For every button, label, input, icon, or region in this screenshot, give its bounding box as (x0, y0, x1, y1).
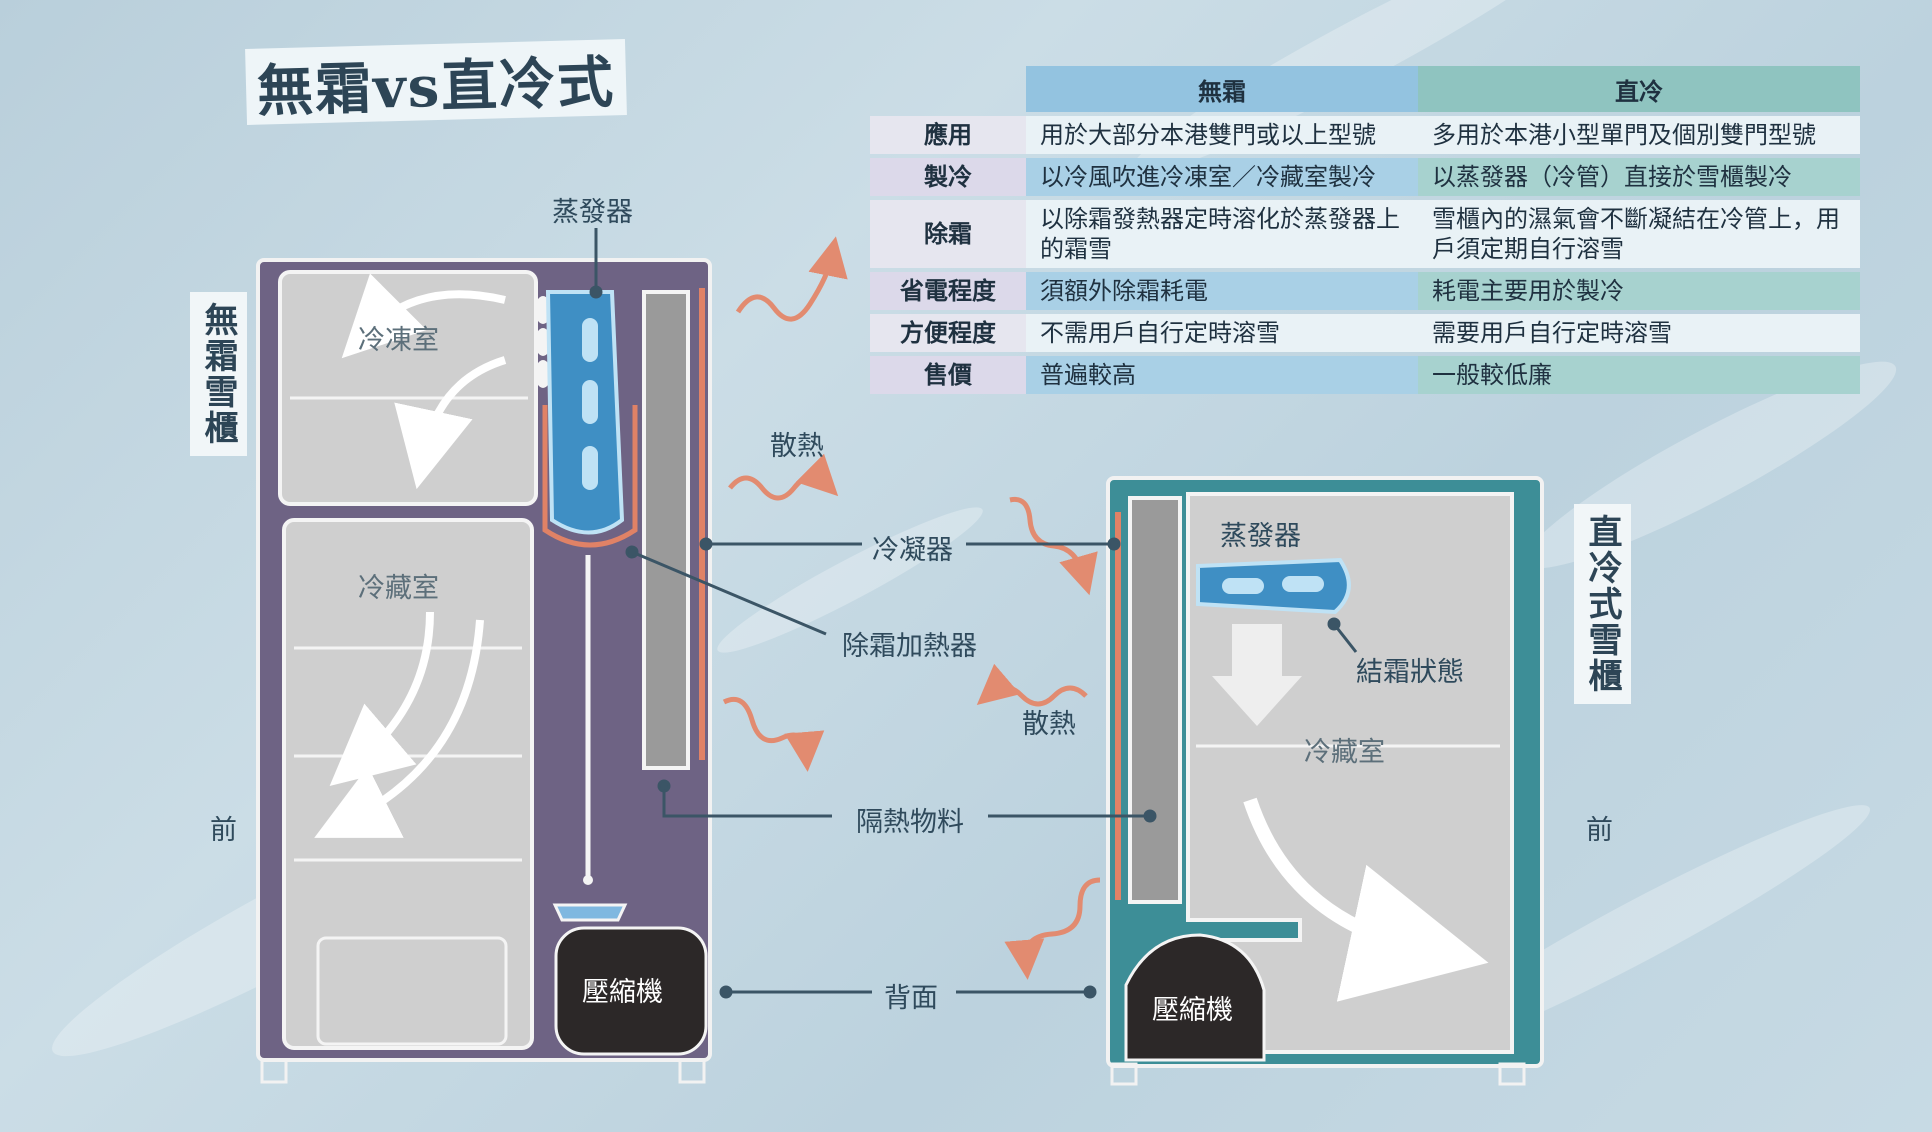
airflow-arrow (341, 273, 506, 359)
drip-tray (552, 903, 628, 922)
table-row: 除霜 以除霜發熱器定時溶化於蒸發器上的霜雪 雪櫃內的濕氣會不斷凝結在冷管上，用戶… (870, 200, 1860, 268)
fridge-label: 冷藏室 (358, 573, 439, 604)
compressor-label: 壓縮機 (582, 977, 663, 1008)
heat-wave (1009, 496, 1098, 596)
direct-cool-fridge-label: 直冷式雪櫃 (1574, 504, 1631, 704)
insulation-label: 隔熱物料 (856, 807, 964, 838)
airflow-arrow (1243, 797, 1489, 1002)
direct-cool-cell: 一般較低廉 (1418, 356, 1860, 394)
insulation (1128, 496, 1182, 904)
insulation (642, 290, 690, 770)
heat-wave (735, 236, 848, 322)
condenser-label: 冷凝器 (872, 535, 953, 566)
frost-free-fridge-label: 無霜雪櫃 (190, 292, 247, 456)
fridge-foot (260, 1058, 288, 1084)
airflow-arrow (314, 619, 484, 838)
front-label: 前 (210, 815, 237, 846)
frost-free-cell: 須額外除霜耗電 (1026, 272, 1418, 310)
frost-free-cell: 不需用戶自行定時溶雪 (1026, 314, 1418, 352)
frost-free-cell: 用於大部分本港雙門或以上型號 (1026, 116, 1418, 154)
direct-cool-cell: 耗電主要用於製冷 (1418, 272, 1860, 310)
evaporator-coil (1282, 576, 1324, 592)
heat-wave (976, 663, 1088, 707)
evaporator-coil (1222, 578, 1264, 594)
frost-free-cell: 普遍較高 (1026, 356, 1418, 394)
compressor (554, 926, 708, 1056)
direct-cool-cell: 以蒸發器（冷管）直接於雪櫃製冷 (1418, 158, 1860, 196)
row-label: 應用 (870, 116, 1026, 154)
evaporator-label-right: 蒸發器 (1220, 521, 1301, 552)
evaporator-label: 蒸發器 (552, 197, 633, 228)
row-label: 省電程度 (870, 272, 1026, 310)
fridge-foot (678, 1058, 706, 1084)
evaporator-coil (582, 446, 598, 490)
heat-wave (722, 696, 825, 772)
compressor-label-right: 壓縮機 (1152, 995, 1233, 1026)
table-header-direct-cool: 直冷 (1418, 66, 1860, 112)
frost-state-label: 結霜狀態 (1356, 657, 1464, 688)
table-row: 方便程度 不需用戶自行定時溶雪 需要用戶自行定時溶雪 (870, 314, 1860, 352)
water-drop (583, 875, 593, 885)
compressor (1124, 933, 1266, 1062)
table-header-row: 無霜 直冷 (870, 66, 1860, 112)
evaporator-coil (582, 380, 598, 424)
fridge-foot (1498, 1062, 1526, 1086)
direct-cool-cell: 需要用戶自行定時溶雪 (1418, 314, 1860, 352)
row-label: 方便程度 (870, 314, 1026, 352)
table-row: 省電程度 須額外除霜耗電 耗電主要用於製冷 (870, 272, 1860, 310)
table-header-frost-free: 無霜 (1026, 66, 1418, 112)
frost-free-cell: 以除霜發熱器定時溶化於蒸發器上的霜雪 (1026, 200, 1418, 268)
fridge-label-right: 冷藏室 (1304, 737, 1385, 768)
defrost-heater-label: 除霜加熱器 (842, 631, 977, 662)
freezer-label: 冷凍室 (358, 325, 439, 356)
heat-wave (728, 453, 839, 501)
defrost-heater (542, 405, 638, 548)
fridge-foot (1110, 1062, 1138, 1086)
crisper-drawer (316, 936, 508, 1046)
row-label: 除霜 (870, 200, 1026, 268)
direct-cool-fridge (1106, 476, 1544, 1086)
back-label: 背面 (884, 983, 938, 1014)
heat-wave (1004, 877, 1101, 980)
table-row: 製冷 以冷風吹進冷凍室／冷藏室製冷 以蒸發器（冷管）直接於雪櫃製冷 (870, 158, 1860, 196)
table-row: 應用 用於大部分本港雙門或以上型號 多用於本港小型單門及個別雙門型號 (870, 116, 1860, 154)
leader-lines (589, 228, 1358, 999)
direct-cool-cell: 雪櫃內的濕氣會不斷凝結在冷管上，用戶須定期自行溶雪 (1418, 200, 1860, 268)
evaporator-coil (582, 318, 598, 362)
row-label: 售價 (870, 356, 1026, 394)
airflow-arrow (394, 356, 507, 490)
front-label-right: 前 (1586, 815, 1613, 846)
heat-label-right: 散熱 (1022, 709, 1076, 740)
table-row: 售價 普遍較高 一般較低廉 (870, 356, 1860, 394)
evaporator (1196, 557, 1351, 615)
frost-free-cell: 以冷風吹進冷凍室／冷藏室製冷 (1026, 158, 1418, 196)
direct-cool-cell: 多用於本港小型單門及個別雙門型號 (1418, 116, 1860, 154)
comparison-table: 無霜 直冷 應用 用於大部分本港雙門或以上型號 多用於本港小型單門及個別雙門型號… (870, 62, 1860, 398)
cold-air-arrow (1212, 624, 1302, 726)
frost-free-fridge (256, 258, 712, 1084)
airflow-arrow (329, 611, 434, 787)
row-label: 製冷 (870, 158, 1026, 196)
heat-label: 散熱 (770, 431, 824, 462)
